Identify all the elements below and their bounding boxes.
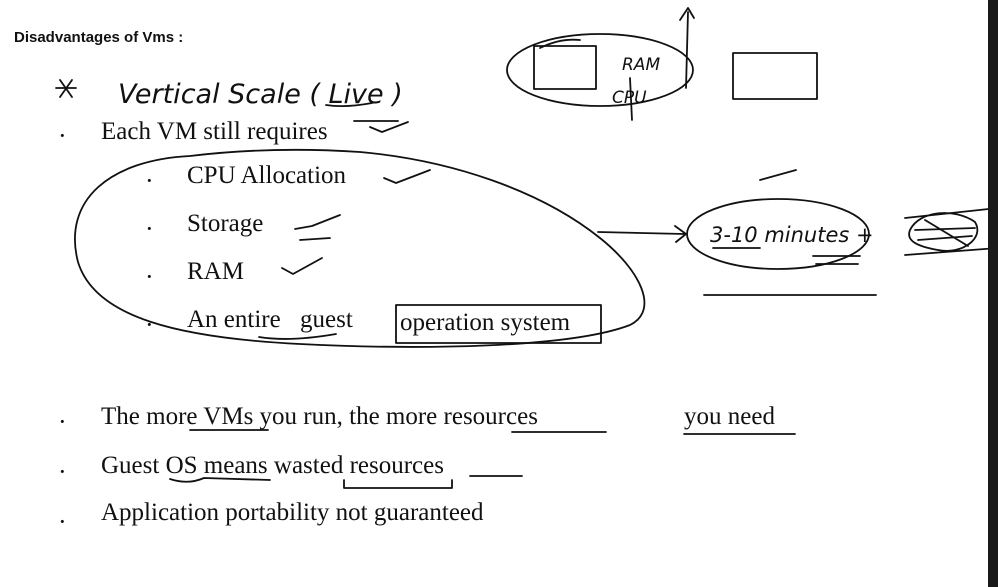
bullet-portability: Application portability not guaranteed xyxy=(101,499,484,526)
minutes-ellipse xyxy=(686,198,870,270)
note-cpu: CPU xyxy=(612,88,647,108)
sub-bullet-ram: RAM xyxy=(187,258,244,285)
sub-bullet-dot: · xyxy=(145,214,154,243)
note-ram: RAM xyxy=(622,55,660,75)
right-arrow xyxy=(597,225,687,243)
check-mark xyxy=(281,257,323,275)
sub-bullet-guest: guest xyxy=(300,306,353,333)
note-vertical-scale: Vertical Scale ( Live ) xyxy=(118,79,403,110)
bullet-more-vms: The more VMs you run, the more resources xyxy=(101,403,538,430)
sub-bullet-entire: An entire xyxy=(187,306,281,333)
section-heading: Disadvantages of Vms : xyxy=(14,29,184,46)
star-mark xyxy=(55,79,77,98)
check-mark xyxy=(294,214,341,230)
underline-mark xyxy=(299,237,331,241)
check-mark xyxy=(369,121,409,133)
vm-box xyxy=(533,45,597,90)
cpu-stroke xyxy=(629,77,633,121)
up-arrow xyxy=(679,7,695,89)
bullet-dot: · xyxy=(58,507,67,536)
bullet-dot: · xyxy=(58,457,67,486)
note-minutes: 3-10 minutes + xyxy=(710,223,874,247)
scribble-lines xyxy=(904,207,998,256)
scribble-mark xyxy=(908,212,979,252)
box-scribble xyxy=(539,38,581,49)
minutes-underline xyxy=(712,247,861,265)
bullet-you-need: you need xyxy=(684,403,775,430)
bullet-each-vm-requires: Each VM still requires xyxy=(101,118,328,145)
scrollbar[interactable] xyxy=(988,0,998,587)
bullet-dot: · xyxy=(58,407,67,436)
sub-bullet-storage: Storage xyxy=(187,210,264,237)
sub-bullet-dot: · xyxy=(145,262,154,291)
bracket-wasted xyxy=(343,479,453,489)
sub-bullet-dot: · xyxy=(145,310,154,339)
bullet-dot: · xyxy=(58,121,67,150)
check-mark xyxy=(759,169,797,181)
second-box xyxy=(732,52,818,100)
sub-bullet-dot: · xyxy=(145,166,154,195)
sub-bullet-operation-system: operation system xyxy=(400,309,571,336)
underline-live xyxy=(325,102,373,108)
underline-guest xyxy=(258,333,337,340)
bullet-guest-os-wasted: Guest OS means wasted resources xyxy=(101,452,444,479)
vm-ellipse xyxy=(506,33,694,107)
check-mark xyxy=(383,169,431,184)
sub-bullet-cpu-allocation: CPU Allocation xyxy=(187,162,347,189)
